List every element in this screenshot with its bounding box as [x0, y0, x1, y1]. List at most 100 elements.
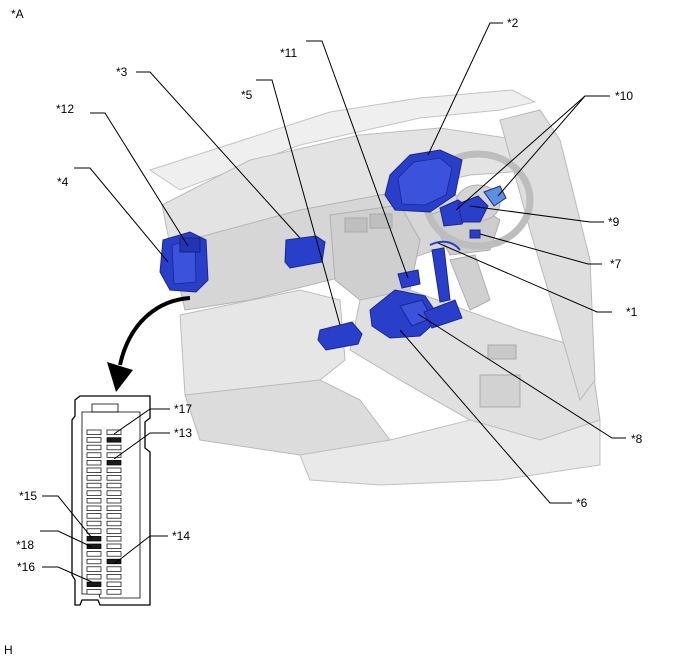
callout-5: *5 — [241, 88, 253, 102]
fuse-slot — [86, 475, 102, 481]
leader-9 — [469, 205, 604, 223]
callout-1: *1 — [626, 305, 638, 319]
leader-11 — [306, 40, 409, 279]
component-1-pedal-base — [423, 299, 463, 329]
leader-1 — [437, 242, 612, 313]
fuse-slot — [106, 505, 122, 511]
pedal-area — [449, 254, 491, 311]
leader-13 — [113, 432, 170, 460]
fuse-slot — [86, 520, 102, 527]
component-1-pedal-arm — [431, 247, 451, 303]
callout-17: *17 — [174, 402, 193, 416]
leader-5 — [256, 79, 341, 326]
fuse-slot — [106, 566, 122, 572]
component-wire-harness — [429, 240, 461, 251]
callout-10: *10 — [615, 89, 634, 103]
leader-3 — [136, 71, 301, 239]
callout-9: *9 — [608, 215, 620, 229]
leader-7 — [479, 233, 602, 265]
fuse-slot — [86, 536, 102, 542]
callout-11: *11 — [280, 46, 298, 60]
fuse-slot-grid — [86, 429, 122, 595]
callout-7: *7 — [610, 257, 622, 271]
fuse-slot — [106, 482, 122, 489]
leader-2 — [427, 22, 503, 156]
fuse-slot — [106, 574, 122, 580]
component-9-spiral — [457, 195, 489, 223]
callout-3: *3 — [116, 65, 128, 79]
passenger-footwell — [184, 379, 391, 456]
junction-block-detail — [71, 296, 191, 606]
leader-lines — [40, 22, 626, 583]
fuse-slot — [106, 429, 122, 435]
highlighted-components — [159, 149, 507, 351]
callout-13: *13 — [174, 426, 193, 440]
leader-4 — [74, 167, 169, 263]
leader-6 — [399, 329, 572, 504]
fuse-slot — [106, 581, 122, 587]
fuse-slot — [86, 437, 102, 443]
fuse-slot — [106, 528, 122, 534]
detail-arrow-curve — [118, 296, 191, 366]
component-5-module — [317, 321, 363, 351]
fuse-slot — [86, 460, 102, 466]
component-11-bracket — [397, 269, 421, 289]
view-label: *A — [11, 7, 24, 21]
center-vent-left — [344, 217, 368, 233]
fuse-slot — [86, 543, 102, 549]
fuse-slot — [106, 589, 122, 595]
component-7-connector — [469, 229, 481, 239]
fuse-slot — [106, 467, 122, 473]
fuse-slot — [106, 513, 122, 519]
fuse-slot — [86, 444, 102, 451]
fuse-slot — [86, 482, 102, 489]
footer-code: H — [4, 643, 13, 657]
fuse-slot — [86, 528, 102, 534]
leader-15 — [42, 495, 93, 539]
fuse-slot — [86, 429, 102, 435]
callout-12: *12 — [56, 102, 75, 116]
component-2-meter-face — [397, 157, 453, 206]
fuse-slot — [106, 437, 122, 443]
component-12-connector — [179, 237, 201, 253]
rear-console-vent — [487, 344, 517, 360]
fuse-slot — [106, 498, 122, 504]
fuse-slot — [86, 490, 102, 496]
leader-16 — [42, 566, 93, 583]
fuse-slot — [86, 513, 102, 519]
fuse-slot — [86, 558, 102, 565]
callout-18: *18 — [16, 538, 35, 552]
fuse-block-inner — [81, 411, 141, 599]
fuse-slot — [86, 566, 102, 572]
fuse-slot — [106, 475, 122, 481]
detail-arrow-head — [107, 362, 133, 392]
fuse-slot — [106, 444, 122, 451]
fuse-slot — [86, 498, 102, 504]
callout-8: *8 — [631, 432, 643, 446]
fuse-slot — [106, 536, 122, 542]
callout-14: *14 — [172, 529, 191, 543]
leader-17 — [113, 408, 170, 435]
fuse-slot — [86, 505, 102, 511]
fuse-slot — [106, 490, 122, 496]
vehicle-interior — [148, 89, 601, 486]
callout-6: *6 — [576, 496, 588, 510]
fuse-slot — [86, 581, 102, 587]
callout-4: *4 — [57, 175, 69, 189]
fuse-slot — [86, 467, 102, 473]
fuse-slot — [86, 589, 102, 595]
fuse-block-tab-top — [91, 403, 119, 413]
fuse-slot — [86, 452, 102, 458]
leader-14 — [113, 535, 168, 565]
fuse-slot — [106, 520, 122, 527]
floor-carpet — [299, 419, 601, 486]
fuse-slot — [106, 551, 122, 557]
fuse-slot — [106, 460, 122, 466]
fuse-slot — [106, 452, 122, 458]
component-10-switch-right — [483, 185, 507, 207]
leader-12 — [90, 112, 189, 247]
callout-16: *16 — [17, 560, 36, 574]
fuse-slot — [86, 574, 102, 580]
